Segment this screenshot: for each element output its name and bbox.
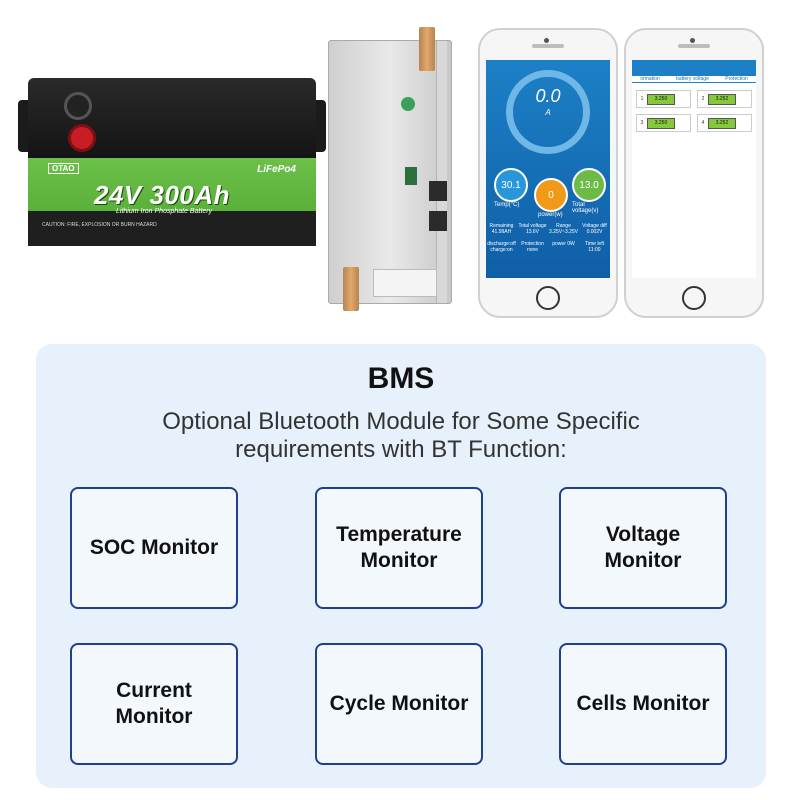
panel-title: BMS: [367, 362, 435, 395]
cell-voltage-bar: 3.250: [647, 93, 675, 105]
phone-home-button: [536, 286, 560, 310]
cell-item: 1 3.250: [636, 90, 691, 108]
phone-app-main: 0.0 A 30.1 0 13.0 Temp(°C) power(w) Tota…: [478, 28, 618, 318]
bms-feature-panel: BMS Optional Bluetooth Module for Some S…: [36, 344, 766, 788]
cell-item: 2 3.252: [697, 90, 752, 108]
feature-card-cycle: Cycle Monitor: [315, 643, 483, 765]
temp-bubble: 30.1: [494, 168, 528, 202]
cell-number: 3: [640, 120, 644, 126]
stat-cell: Remaining 41.99AH: [489, 223, 514, 235]
cell-voltage-bar: 3.250: [647, 117, 675, 129]
tab-information: ormation: [640, 76, 660, 82]
stat-cell: Protection none: [521, 241, 544, 253]
voltage-label: Total voltage(v): [572, 202, 599, 214]
bms-connector: [405, 167, 417, 185]
bms-connector: [429, 211, 447, 231]
cell-voltage-list: 1 3.250 2 3.252 3 3.250 4 3.252: [636, 90, 752, 132]
feature-card-cells: Cells Monitor: [559, 643, 727, 765]
app-cells-screen: ormation battery voltage Protection 1 3.…: [632, 60, 756, 278]
current-value: 0.0: [535, 86, 561, 106]
battery-lid: [28, 78, 316, 158]
phone-app-cells: ormation battery voltage Protection 1 3.…: [624, 28, 764, 318]
cell-item: 4 3.252: [697, 114, 752, 132]
stat-cell: Time left 11:00: [585, 241, 604, 253]
cell-number: 1: [640, 96, 644, 102]
feature-card-soc: SOC Monitor: [70, 487, 238, 609]
stat-cell: Total voltage 13.6V: [518, 223, 547, 235]
tab-protection: Protection: [725, 76, 748, 82]
stat-cell: Range 3.25V~3.25V: [548, 223, 579, 235]
battery-label: OTAO LiFePo4 24V 300Ah Lithium Iron Phos…: [28, 158, 316, 246]
cell-voltage-bar: 3.252: [708, 93, 736, 105]
power-label: power(w): [538, 212, 563, 218]
stat-cell: power 0W: [552, 241, 575, 247]
voltage-bubble: 13.0: [572, 168, 606, 202]
cell-item: 3 3.250: [636, 114, 691, 132]
panel-subtitle: Optional Bluetooth Module for Some Speci…: [162, 408, 640, 463]
battery-brand: OTAO: [48, 163, 79, 174]
feature-card-current: Current Monitor: [70, 643, 238, 765]
app-main-screen: 0.0 A 30.1 0 13.0 Temp(°C) power(w) Tota…: [486, 60, 610, 278]
app-tab-bar: ormation battery voltage Protection: [632, 76, 756, 83]
feature-card-temperature: Temperature Monitor: [315, 487, 483, 609]
phone-camera-icon: [690, 38, 695, 43]
battery-image: OTAO LiFePo4 24V 300Ah Lithium Iron Phos…: [18, 78, 326, 248]
product-illustrations: OTAO LiFePo4 24V 300Ah Lithium Iron Phos…: [0, 0, 800, 330]
bms-copper-tab-bottom: [343, 267, 359, 311]
bms-board-image: [328, 27, 452, 311]
positive-terminal-icon: [68, 124, 96, 152]
stat-cell: Voltage diff 0.002V: [582, 223, 607, 235]
negative-terminal-icon: [64, 92, 92, 120]
phone-speaker: [532, 44, 564, 48]
bms-indicator-icon: [401, 97, 415, 111]
feature-card-voltage: Voltage Monitor: [559, 487, 727, 609]
battery-warning: CAUTION: FIRE, EXPLOSION OR BURN HAZARD: [42, 222, 157, 228]
bms-plug: [373, 269, 437, 297]
current-gauge: [506, 70, 590, 154]
cell-number: 4: [701, 120, 705, 126]
power-bubble: 0: [534, 178, 568, 212]
tab-battery-voltage: battery voltage: [676, 76, 709, 82]
bms-edge-strip: [436, 41, 447, 303]
app-top-bar: [632, 60, 756, 76]
phone-speaker: [678, 44, 710, 48]
cell-voltage-bar: 3.252: [708, 117, 736, 129]
current-unit: A: [545, 108, 551, 117]
battery-chemistry: LiFePo4: [257, 164, 296, 175]
phone-camera-icon: [544, 38, 549, 43]
cell-number: 2: [701, 96, 705, 102]
temp-label: Temp(°C): [494, 202, 520, 208]
battery-subtitle: Lithium Iron Phosphate Battery: [116, 208, 213, 215]
stat-cell: discharge:off charge:on: [487, 241, 516, 253]
stats-grid: Remaining 41.99AH Total voltage 13.6V Ra…: [486, 220, 610, 256]
phone-home-button: [682, 286, 706, 310]
bms-connector: [429, 181, 447, 201]
bms-copper-tab-top: [419, 27, 435, 71]
battery-model: 24V 300Ah: [94, 180, 231, 210]
